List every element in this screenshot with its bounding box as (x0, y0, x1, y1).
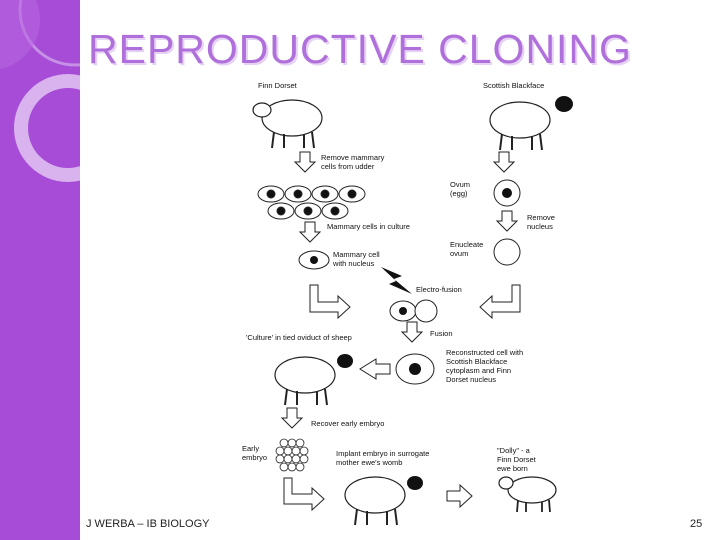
lightning-icon (381, 267, 412, 294)
label-implant-2: mother ewe's womb (336, 458, 402, 467)
label-dolly-1: "Dolly" - a (497, 446, 531, 455)
label-finn-dorset: Finn Dorset (258, 81, 298, 90)
dolly-sheep (498, 476, 557, 513)
label-reconstructed-4: Dorset nucleus (446, 375, 496, 384)
label-dolly-3: ewe born (497, 464, 528, 473)
label-culture-oviduct: 'Culture' in tied oviduct of sheep (246, 333, 352, 342)
label-electro-fusion: Electro-fusion (416, 285, 462, 294)
label-remove-mammary-2: cells from udder (321, 162, 375, 171)
label-recover-embryo: Recover early embryo (311, 419, 384, 428)
fusing-cells (389, 299, 438, 323)
decorative-circles (0, 0, 80, 182)
sidebar-accent (0, 0, 80, 540)
surrogate-mother-sheep (344, 476, 423, 526)
scottish-blackface-sheep (489, 96, 573, 151)
enucleated-ovum (493, 238, 521, 266)
label-reconstructed-3: cytoplasm and Finn (446, 366, 511, 375)
curved-arrow-left (309, 284, 351, 320)
arrow-to-dolly (446, 483, 473, 509)
arrow-mammary-culture (299, 221, 321, 243)
label-scottish-blackface: Scottish Blackface (483, 81, 544, 90)
page-number: 25 (690, 518, 703, 530)
label-remove-mammary-1: Remove mammary (321, 153, 385, 162)
label-reconstructed-2: Scottish Blackface (446, 357, 507, 366)
label-ovum-2: (egg) (450, 189, 468, 198)
label-fusion: Fusion (430, 329, 453, 338)
label-early-embryo-2: embryo (242, 453, 267, 462)
label-enucleate-1: Enucleate (450, 240, 483, 249)
oviduct-sheep (274, 354, 353, 406)
arrow-ovum (493, 151, 515, 173)
ovum-cell (493, 179, 521, 207)
arrow-implant (283, 477, 325, 512)
arrow-remove-nucleus (496, 210, 518, 232)
label-remove-nucleus-2: nucleus (527, 222, 553, 231)
label-remove-nucleus-1: Remove (527, 213, 555, 222)
mammary-cells-group (257, 185, 366, 220)
arrow-remove-mammary (294, 151, 316, 173)
arrow-fusion (401, 321, 423, 343)
label-mammary-culture: Mammary cells in culture (327, 222, 410, 231)
label-reconstructed-1: Reconstructed cell with (446, 348, 523, 357)
slide-title: REPRODUCTIVE CLONING (88, 26, 632, 72)
footer-author: J WERBA – IB BIOLOGY (86, 518, 210, 530)
arrow-to-sheep (359, 358, 391, 380)
curved-arrow-right (479, 284, 521, 320)
arrow-recover-embryo (281, 407, 303, 429)
label-ovum-1: Ovum (450, 180, 470, 189)
label-early-embryo-1: Early (242, 444, 259, 453)
early-embryo-cluster (275, 438, 309, 472)
deco-disc (0, 0, 40, 69)
deco-ring-thick (14, 74, 80, 182)
mammary-cell-single (298, 250, 330, 270)
label-mammary-cell-1: Mammary cell (333, 250, 380, 259)
label-enucleate-2: ovum (450, 249, 468, 258)
label-dolly-2: Finn Dorset (497, 455, 537, 464)
finn-dorset-sheep (252, 99, 323, 149)
reconstructed-cell (395, 353, 435, 385)
label-implant-1: Implant embryo in surrogate (336, 449, 429, 458)
label-mammary-cell-2: with nucleus (332, 259, 375, 268)
